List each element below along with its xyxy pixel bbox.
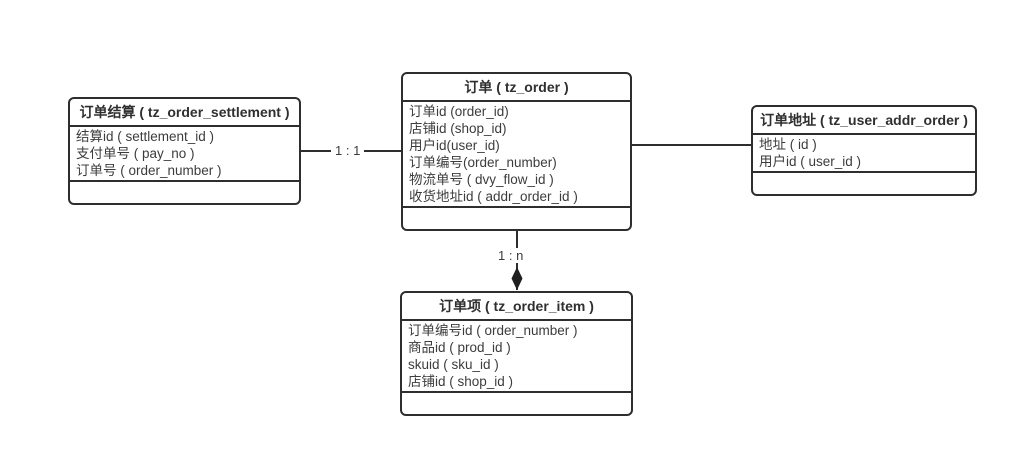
field-row: 收货地址id ( addr_order_id ) <box>409 189 578 204</box>
entity-fields: 结算id ( settlement_id ) 支付单号 ( pay_no ) 订… <box>70 127 299 182</box>
connector-label-1-1: 1 : 1 <box>331 143 365 158</box>
entity-methods-empty <box>753 173 975 194</box>
field-row: 用户id(user_id) <box>409 138 500 153</box>
entity-user-addr-order[interactable]: 订单地址 ( tz_user_addr_order ) 地址 ( id ) 用户… <box>751 105 977 196</box>
field-row: 支付单号 ( pay_no ) <box>76 146 195 161</box>
field-row: 店铺id ( shop_id ) <box>408 374 514 389</box>
field-row: 商品id ( prod_id ) <box>408 340 511 355</box>
field-row: 店铺id (shop_id) <box>409 121 507 136</box>
entity-fields: 地址 ( id ) 用户id ( user_id ) <box>753 135 975 173</box>
field-row: 订单id (order_id) <box>409 104 509 119</box>
entity-fields: 订单编号id ( order_number ) 商品id ( prod_id )… <box>402 321 631 393</box>
entity-title: 订单地址 ( tz_user_addr_order ) <box>753 107 975 135</box>
entity-order-item[interactable]: 订单项 ( tz_order_item ) 订单编号id ( order_num… <box>400 291 633 416</box>
field-row: 订单编号(order_number) <box>409 155 557 170</box>
field-row: 地址 ( id ) <box>759 137 817 152</box>
field-row: 订单编号id ( order_number ) <box>408 323 578 338</box>
entity-methods-empty <box>70 182 299 203</box>
entity-title: 订单项 ( tz_order_item ) <box>402 293 631 321</box>
field-row: skuid ( sku_id ) <box>408 357 499 372</box>
field-row: 用户id ( user_id ) <box>759 154 862 169</box>
field-row: 物流单号 ( dvy_flow_id ) <box>409 172 554 187</box>
composition-diamond-icon <box>511 267 523 290</box>
entity-methods-empty <box>403 208 630 229</box>
field-row: 结算id ( settlement_id ) <box>76 129 215 144</box>
entity-fields: 订单id (order_id) 店铺id (shop_id) 用户id(user… <box>403 102 630 208</box>
connector-order-addr <box>631 144 751 146</box>
entity-methods-empty <box>402 393 631 414</box>
entity-order[interactable]: 订单 ( tz_order ) 订单id (order_id) 店铺id (sh… <box>401 72 632 231</box>
entity-title: 订单结算 ( tz_order_settlement ) <box>70 99 299 127</box>
connector-label-1-n: 1 : n <box>494 248 528 263</box>
field-row: 订单号 ( order_number ) <box>76 163 222 178</box>
entity-order-settlement[interactable]: 订单结算 ( tz_order_settlement ) 结算id ( sett… <box>68 97 301 205</box>
entity-title: 订单 ( tz_order ) <box>403 74 630 102</box>
